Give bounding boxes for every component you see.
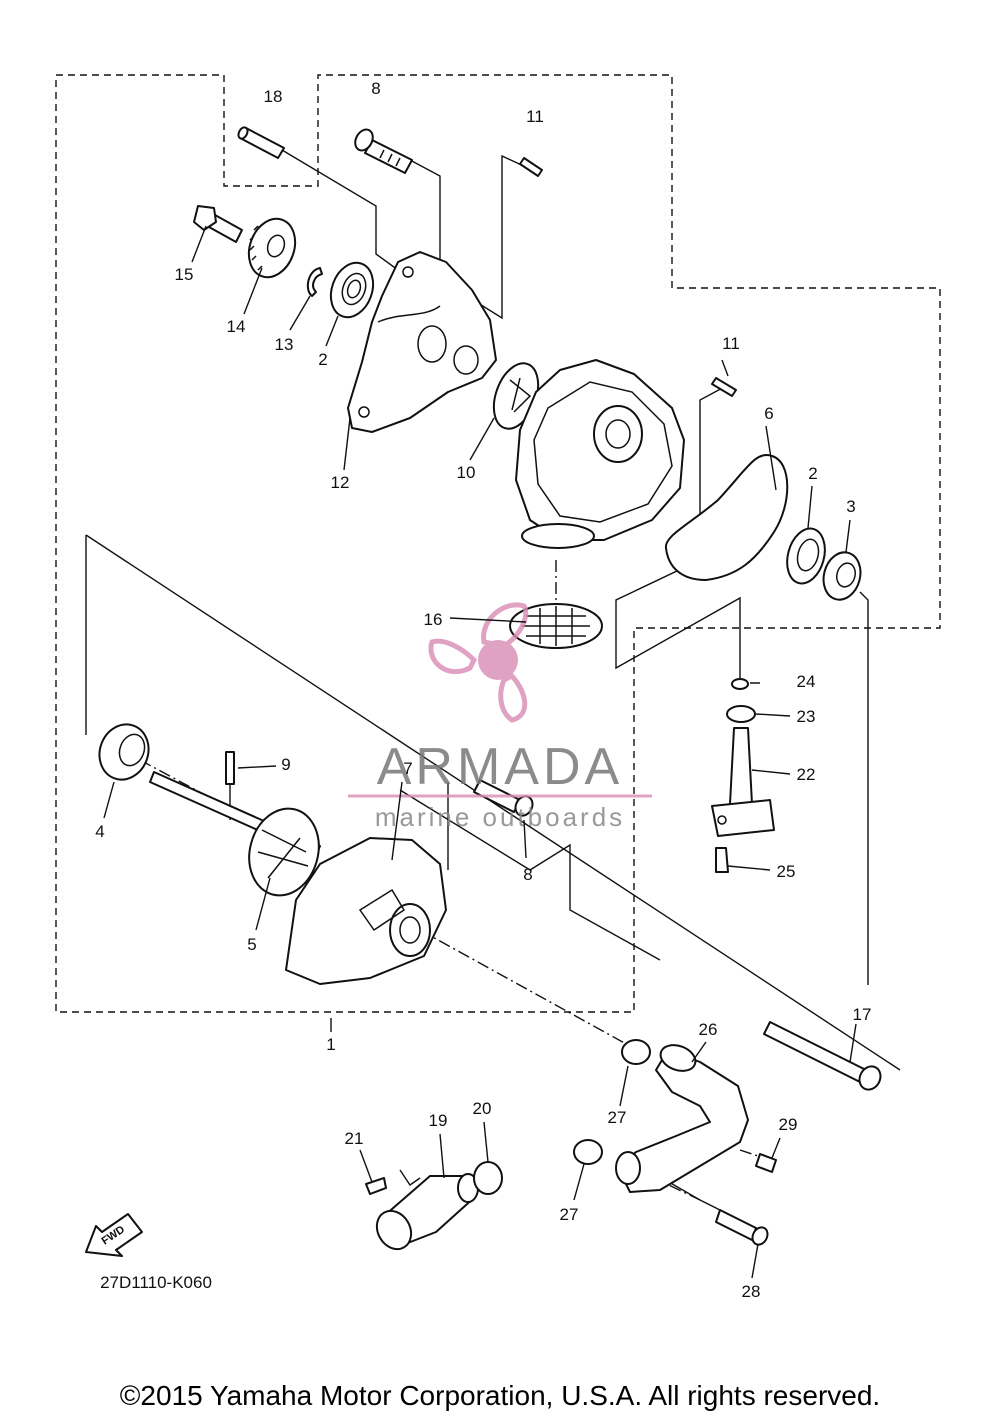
callout-19: 19 [429, 1111, 448, 1130]
dowel-pin-11-right [711, 377, 737, 397]
pump-cover [515, 359, 685, 549]
callout-4: 4 [95, 822, 104, 841]
propeller-logo-icon [428, 602, 529, 723]
mechanical-seal-4 [98, 723, 150, 781]
callout-27-lower: 27 [560, 1205, 579, 1224]
shaft-assembly-22 [711, 727, 775, 837]
gasket-6 [664, 453, 789, 581]
callout-17: 17 [853, 1005, 872, 1024]
leader-lines [85, 149, 901, 1231]
callout-15: 15 [175, 265, 194, 284]
o-ring-23 [726, 705, 756, 723]
copyright-notice: ©2015 Yamaha Motor Corporation, U.S.A. A… [119, 1380, 881, 1411]
o-ring-24 [731, 678, 749, 690]
callout-11-right: 11 [722, 334, 740, 353]
callout-27-upper: 27 [608, 1108, 627, 1127]
callout-leaders [103, 225, 857, 1279]
callout-20: 20 [473, 1099, 492, 1118]
watermark-tagline: marine outboards [375, 802, 625, 832]
o-ring-27-lower [573, 1139, 603, 1165]
callout-16: 16 [424, 610, 443, 629]
water-pipe-26 [615, 1044, 749, 1193]
o-ring-20 [473, 1161, 503, 1195]
callout-21: 21 [345, 1129, 364, 1148]
fwd-arrow-icon: FWD [85, 1213, 143, 1257]
bolt-21 [365, 1177, 387, 1195]
bolt-29 [755, 1153, 777, 1173]
callout-28: 28 [742, 1282, 761, 1301]
callout-6: 6 [764, 404, 773, 423]
strainer-16 [509, 603, 603, 649]
o-ring-27-upper [621, 1039, 651, 1065]
pump-body-7 [285, 837, 447, 985]
dowel-pin-18 [237, 126, 285, 159]
callout-18: 18 [264, 87, 283, 106]
bolt-8-top [354, 128, 413, 174]
impeller-5 [248, 807, 320, 897]
pump-housing-12 [347, 251, 497, 433]
callout-26: 26 [699, 1020, 718, 1039]
bearing-2-right [786, 527, 826, 585]
callout-1: 1 [326, 1035, 335, 1054]
diagram-code: 27D1110-K060 [100, 1273, 212, 1292]
callout-12: 12 [331, 473, 350, 492]
callout-8-lower: 8 [523, 865, 532, 884]
oil-seal-3 [822, 551, 862, 601]
pin-9 [225, 751, 235, 785]
watermark: ARMADA marine outboards [348, 602, 652, 832]
callout-25: 25 [777, 862, 796, 881]
callout-23: 23 [797, 707, 816, 726]
bearing-2-left [329, 261, 375, 319]
callout-8-top: 8 [371, 79, 380, 98]
callout-14: 14 [227, 317, 246, 336]
bolt-25 [715, 847, 729, 873]
callout-labels: 18 8 11 15 14 13 2 12 10 11 6 2 3 16 24 … [95, 79, 871, 1301]
callout-2-right: 2 [808, 464, 817, 483]
callout-5: 5 [247, 935, 256, 954]
circlip-13 [306, 267, 323, 297]
callout-2-left: 2 [318, 350, 327, 369]
callout-9: 9 [281, 755, 290, 774]
callout-11-top: 11 [526, 107, 544, 126]
callout-22: 22 [797, 765, 816, 784]
callout-10: 10 [457, 463, 476, 482]
watermark-brand: ARMADA [377, 738, 623, 796]
callout-13: 13 [275, 335, 294, 354]
callout-24: 24 [797, 672, 816, 691]
assembly-boundary [55, 74, 941, 1013]
flange-bolt-15 [193, 205, 243, 243]
callout-7: 7 [403, 759, 412, 778]
callout-3: 3 [846, 497, 855, 516]
dowel-pin-11-top [519, 157, 543, 177]
bolt-28 [715, 1209, 769, 1246]
hose-fitting-19 [375, 1173, 479, 1251]
drive-gear-14 [247, 217, 297, 279]
callout-29: 29 [779, 1115, 798, 1134]
long-bolt-17 [763, 1021, 882, 1091]
